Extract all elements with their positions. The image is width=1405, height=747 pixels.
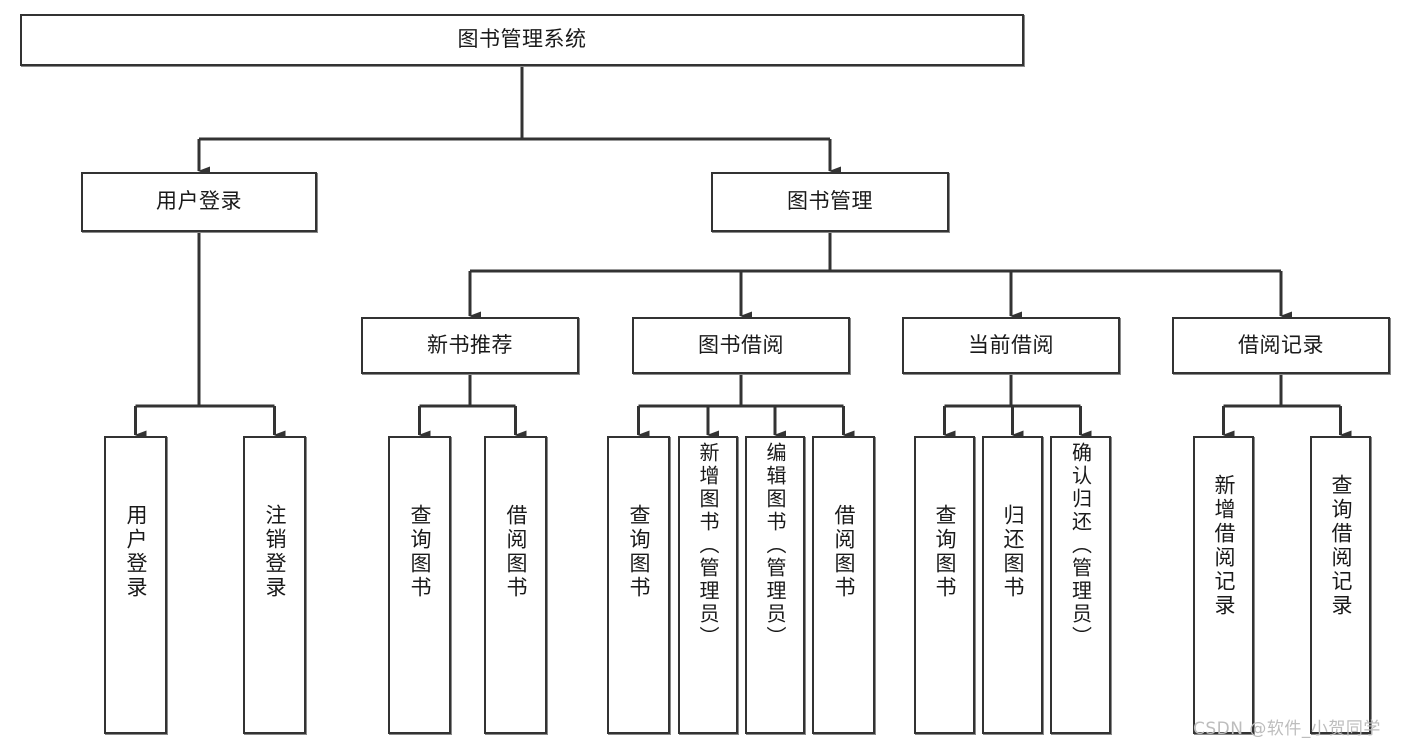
node-leaf-rec-query[interactable]: 查询图书 xyxy=(388,436,451,734)
node-leaf-borrow-lend[interactable]: 借阅图书 xyxy=(812,436,875,734)
node-leaf-borrow-query[interactable]: 查询图书 xyxy=(607,436,670,734)
node-borrow-record[interactable]: 借阅记录 xyxy=(1172,317,1390,374)
node-leaf-user-logout[interactable]: 注销登录 xyxy=(243,436,306,734)
node-leaf-borrow-add[interactable]: 新增图书（管理员） xyxy=(678,436,738,734)
node-label-leaf-borrow-lend: 借阅图书 xyxy=(832,504,856,600)
node-leaf-user-login[interactable]: 用户登录 xyxy=(104,436,167,734)
node-new-book-rec[interactable]: 新书推荐 xyxy=(361,317,579,374)
node-current-borrow[interactable]: 当前借阅 xyxy=(902,317,1120,374)
node-label-leaf-rec-borrow: 借阅图书 xyxy=(504,504,528,600)
node-leaf-rec-add[interactable]: 新增借阅记录 xyxy=(1193,436,1254,734)
node-label-leaf-cur-confirm: 确认归还（管理员） xyxy=(1068,442,1093,649)
node-label-borrow-record: 借阅记录 xyxy=(1238,332,1324,357)
node-label-leaf-rec-search: 查询借阅记录 xyxy=(1329,474,1353,618)
node-label-leaf-rec-query: 查询图书 xyxy=(408,504,432,600)
node-label-user-login: 用户登录 xyxy=(156,189,242,214)
node-label-leaf-user-logout: 注销登录 xyxy=(263,504,287,600)
node-label-leaf-borrow-add: 新增图书（管理员） xyxy=(696,442,720,649)
node-label-leaf-cur-return: 归还图书 xyxy=(1001,504,1025,600)
node-leaf-rec-search[interactable]: 查询借阅记录 xyxy=(1310,436,1371,734)
node-label-root: 图书管理系统 xyxy=(457,27,587,52)
node-label-leaf-cur-query: 查询图书 xyxy=(933,504,957,600)
node-leaf-cur-confirm[interactable]: 确认归还（管理员） xyxy=(1050,436,1111,734)
node-leaf-cur-query[interactable]: 查询图书 xyxy=(914,436,975,734)
node-leaf-rec-borrow[interactable]: 借阅图书 xyxy=(484,436,547,734)
node-label-leaf-borrow-query: 查询图书 xyxy=(627,504,651,600)
node-root[interactable]: 图书管理系统 xyxy=(20,14,1024,66)
node-leaf-cur-return[interactable]: 归还图书 xyxy=(982,436,1043,734)
node-label-leaf-borrow-edit: 编辑图书（管理员） xyxy=(763,442,787,649)
node-label-book-manage: 图书管理 xyxy=(787,189,873,214)
node-book-borrow[interactable]: 图书借阅 xyxy=(632,317,850,374)
node-book-manage[interactable]: 图书管理 xyxy=(711,172,949,232)
node-user-login[interactable]: 用户登录 xyxy=(81,172,317,232)
node-label-new-book-rec: 新书推荐 xyxy=(427,332,513,357)
node-label-leaf-rec-add: 新增借阅记录 xyxy=(1212,474,1236,618)
node-label-leaf-user-login: 用户登录 xyxy=(124,504,148,600)
node-leaf-borrow-edit[interactable]: 编辑图书（管理员） xyxy=(745,436,805,734)
node-label-book-borrow: 图书借阅 xyxy=(698,332,784,357)
node-label-current-borrow: 当前借阅 xyxy=(968,332,1054,357)
